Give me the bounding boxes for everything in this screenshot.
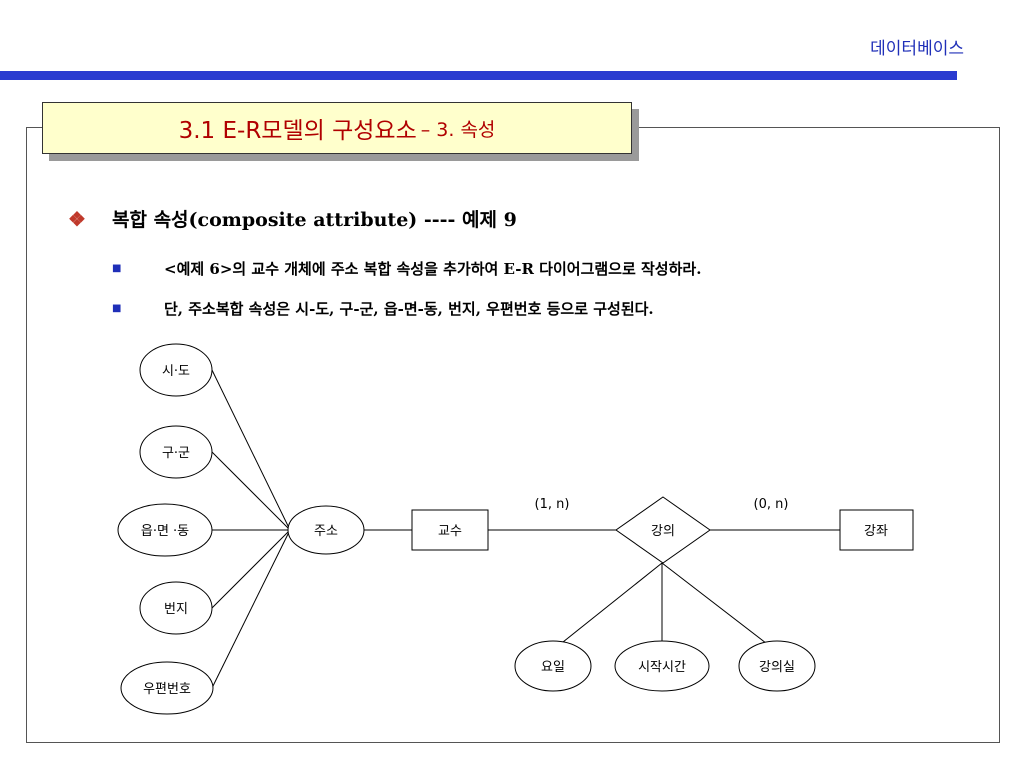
connector-line	[552, 562, 663, 651]
attribute-label-sido: 시·도	[162, 364, 190, 379]
connector-line	[211, 451, 291, 531]
attribute-ellipse	[120, 661, 214, 715]
attribute-ellipse	[139, 425, 213, 479]
relationship-attribute-day: 요일	[541, 660, 565, 675]
entity-label-professor: 교수	[438, 524, 462, 539]
slide-title: 3.1 E-R모델의 구성요소 – 3. 속성	[42, 102, 632, 154]
relationship-diamond	[615, 496, 711, 564]
diamond-bullet-icon: ❖	[68, 206, 86, 231]
composite-attribute-ellipse	[287, 505, 365, 555]
relationship-attribute-ellipse	[738, 640, 816, 692]
slide-title-main: 3.1 E-R모델의 구성요소	[178, 118, 417, 144]
relationship-attribute-ellipse	[514, 640, 592, 692]
relationship-attribute-starttime: 시작시간	[638, 660, 686, 675]
header-label: 데이터베이스	[870, 39, 964, 59]
composite-attribute-label: 주소	[314, 524, 338, 539]
relationship-attribute-room: 강의실	[759, 660, 795, 675]
entity-box-professor	[411, 509, 489, 551]
attribute-label-eupmyeondong: 읍·면 ·동	[141, 524, 189, 539]
connector-line	[211, 529, 291, 609]
entity-label-course: 강좌	[864, 524, 888, 539]
sub-bullet-1-text: <예제 6>의 교수 개체에 주소 복합 속성을 추가하여 E-R 다이어그램으…	[164, 260, 702, 278]
connector-line	[211, 529, 291, 689]
header-rule	[0, 71, 957, 80]
cardinality-left: (1, n)	[535, 497, 570, 512]
attribute-label-zipcode: 우편번호	[143, 682, 191, 697]
attribute-ellipse	[117, 503, 213, 557]
cardinality-right: (0, n)	[754, 497, 789, 512]
attribute-ellipse	[139, 581, 213, 635]
sub-bullet-1: ■ <예제 6>의 교수 개체에 주소 복합 속성을 추가하여 E-R 다이어그…	[112, 258, 701, 279]
relationship-label: 강의	[651, 524, 675, 539]
sub-bullet-2: ■ 단, 주소복합 속성은 시-도, 구-군, 읍-면-동, 번지, 우편번호 …	[112, 298, 654, 319]
attribute-ellipse	[139, 343, 213, 397]
slide-title-sub: – 3. 속성	[420, 118, 496, 141]
square-bullet-icon: ■	[112, 303, 122, 314]
relationship-attribute-ellipse	[614, 640, 710, 692]
attribute-label-gugun: 구·군	[162, 446, 190, 461]
entity-box-course	[839, 509, 914, 551]
square-bullet-icon: ■	[112, 263, 122, 274]
main-bullet-text: 복합 속성(composite attribute) ---- 예제 9	[112, 209, 517, 231]
connector-line	[661, 562, 776, 651]
connector-line	[211, 369, 291, 531]
sub-bullet-2-text: 단, 주소복합 속성은 시-도, 구-군, 읍-면-동, 번지, 우편번호 등으…	[164, 300, 654, 318]
attribute-label-beonji: 번지	[164, 602, 188, 617]
main-bullet: ❖ 복합 속성(composite attribute) ---- 예제 9	[68, 205, 517, 232]
